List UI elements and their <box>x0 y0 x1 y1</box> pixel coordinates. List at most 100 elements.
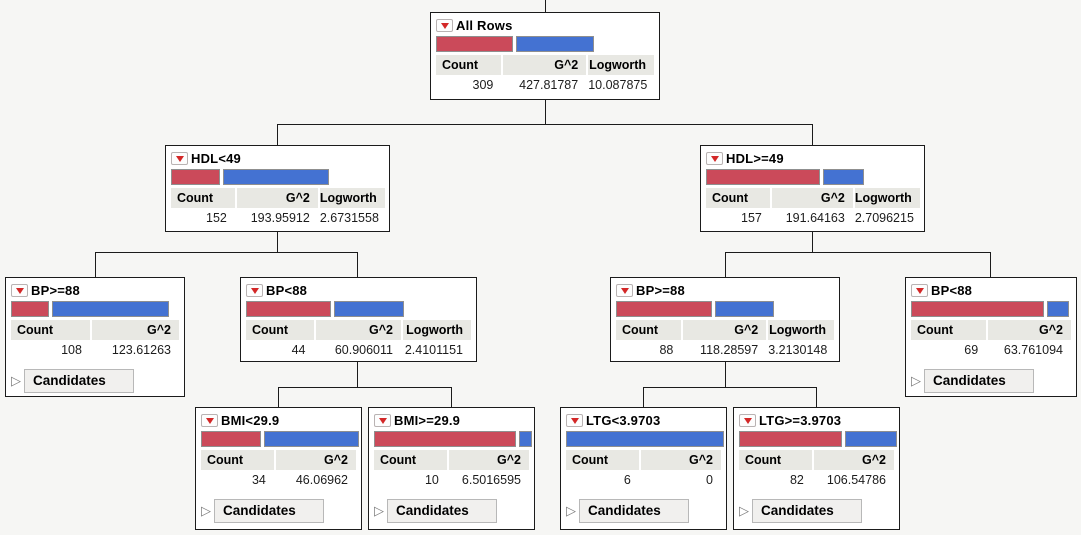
candidates-button[interactable]: Candidates <box>752 499 862 523</box>
node-title: LTG<3.9703 <box>586 413 661 428</box>
col-header: G^2 <box>503 55 587 75</box>
stats-values: 34 46.06962 <box>201 470 356 490</box>
stat-value: 69 <box>964 343 979 357</box>
stat-value: 2.6731558 <box>319 211 379 225</box>
red-segment <box>201 431 262 447</box>
blue-segment <box>566 431 724 447</box>
stats-header: Count G^2 Logworth <box>171 188 385 208</box>
triangle-glyph <box>620 287 629 294</box>
tree-node-bp-ge-88-left: BP>=88 Count G^2 108 123.61263 ▷ Candida… <box>5 277 185 397</box>
blue-segment <box>264 431 359 447</box>
col-header: G^2 <box>91 320 179 340</box>
red-segment <box>171 169 220 185</box>
red-segment <box>911 301 1044 317</box>
candidates-button[interactable]: Candidates <box>214 499 324 523</box>
tree-node-all-rows: All Rows Count G^2 Logworth 309 427.8178… <box>430 12 660 100</box>
blue-segment <box>822 169 864 185</box>
connector-line <box>545 100 546 125</box>
red-triangle-menu-icon[interactable] <box>201 414 218 427</box>
node-title: All Rows <box>456 18 513 33</box>
node-title-row: All Rows <box>436 16 654 35</box>
red-triangle-menu-icon[interactable] <box>171 152 188 165</box>
connector-line <box>725 362 726 388</box>
connector-line <box>95 252 96 277</box>
red-triangle-menu-icon[interactable] <box>706 152 723 165</box>
node-title-row: BP<88 <box>246 281 471 300</box>
stats-values: 82 106.54786 <box>739 470 894 490</box>
stats-header: Count G^2 Logworth <box>246 320 471 340</box>
node-title: BP<88 <box>266 283 308 298</box>
col-header: Count <box>11 320 90 340</box>
col-header: Count <box>171 188 235 208</box>
stat-value: 63.761094 <box>1003 343 1063 357</box>
blue-segment <box>519 431 532 447</box>
col-header: G^2 <box>315 320 401 340</box>
node-title-row: LTG>=3.9703 <box>739 411 894 430</box>
stat-value: 108 <box>61 343 82 357</box>
col-header: Count <box>246 320 314 340</box>
red-triangle-menu-icon[interactable] <box>11 284 28 297</box>
col-header: Logworth <box>854 188 920 208</box>
red-triangle-menu-icon[interactable] <box>374 414 391 427</box>
connector-line <box>545 0 546 12</box>
connector-line <box>277 232 278 253</box>
stat-value: 44 <box>291 343 306 357</box>
node-title-row: BMI<29.9 <box>201 411 356 430</box>
col-header: G^2 <box>275 450 356 470</box>
red-triangle-menu-icon[interactable] <box>246 284 263 297</box>
tree-node-hdl-lt-49: HDL<49 Count G^2 Logworth 152 193.95912 … <box>165 145 390 232</box>
candidates-row: ▷ Candidates <box>201 499 356 523</box>
stats-header: Count G^2 <box>739 450 894 470</box>
col-header: G^2 <box>771 188 853 208</box>
connector-line <box>357 362 358 388</box>
connector-line <box>95 252 358 253</box>
stat-value: 2.4101151 <box>404 343 463 357</box>
candidates-row: ▷ Candidates <box>566 499 721 523</box>
disclosure-triangle-icon[interactable]: ▷ <box>566 503 576 519</box>
red-triangle-menu-icon[interactable] <box>566 414 583 427</box>
red-segment <box>436 36 514 52</box>
red-triangle-menu-icon[interactable] <box>911 284 928 297</box>
candidates-button[interactable]: Candidates <box>387 499 497 523</box>
candidates-row: ▷ Candidates <box>739 499 894 523</box>
disclosure-triangle-icon[interactable]: ▷ <box>739 503 749 519</box>
disclosure-triangle-icon[interactable]: ▷ <box>374 503 384 519</box>
split-bar <box>706 169 864 185</box>
red-triangle-menu-icon[interactable] <box>739 414 756 427</box>
tree-node-ltg-ge-3-9703: LTG>=3.9703 Count G^2 82 106.54786 ▷ Can… <box>733 407 900 530</box>
node-title: BP<88 <box>931 283 973 298</box>
col-header: G^2 <box>988 320 1071 340</box>
split-bar <box>201 431 359 447</box>
disclosure-triangle-icon[interactable]: ▷ <box>11 373 21 389</box>
connector-line <box>357 252 358 277</box>
connector-line <box>725 252 991 253</box>
disclosure-triangle-icon[interactable]: ▷ <box>201 503 211 519</box>
candidates-button[interactable]: Candidates <box>579 499 689 523</box>
stats-values: 157 191.64163 2.7096215 <box>706 208 919 228</box>
blue-segment <box>51 301 169 317</box>
node-title: BP>=88 <box>31 283 80 298</box>
stat-value: 106.54786 <box>826 473 886 487</box>
connector-line <box>277 124 278 145</box>
candidates-button[interactable]: Candidates <box>924 369 1034 393</box>
red-triangle-menu-icon[interactable] <box>616 284 633 297</box>
triangle-glyph <box>15 287 24 294</box>
split-bar <box>246 301 404 317</box>
red-segment <box>246 301 332 317</box>
col-header: G^2 <box>813 450 894 470</box>
tree-node-bp-ge-88-right: BP>=88 Count G^2 Logworth 88 118.28597 3… <box>610 277 840 362</box>
blue-segment <box>516 36 594 52</box>
stats-header: Count G^2 <box>374 450 529 470</box>
node-title-row: BP<88 <box>911 281 1071 300</box>
candidates-button[interactable]: Candidates <box>24 369 134 393</box>
red-triangle-menu-icon[interactable] <box>436 19 453 32</box>
col-header: Logworth <box>319 188 385 208</box>
stat-value: 3.2130148 <box>768 343 828 357</box>
triangle-glyph <box>743 417 752 424</box>
stats-values: 108 123.61263 <box>11 340 179 360</box>
disclosure-triangle-icon[interactable]: ▷ <box>911 373 921 389</box>
node-title-row: LTG<3.9703 <box>566 411 721 430</box>
connector-line <box>812 124 813 145</box>
stat-value: 46.06962 <box>295 473 348 487</box>
stat-value: 309 <box>472 78 494 92</box>
